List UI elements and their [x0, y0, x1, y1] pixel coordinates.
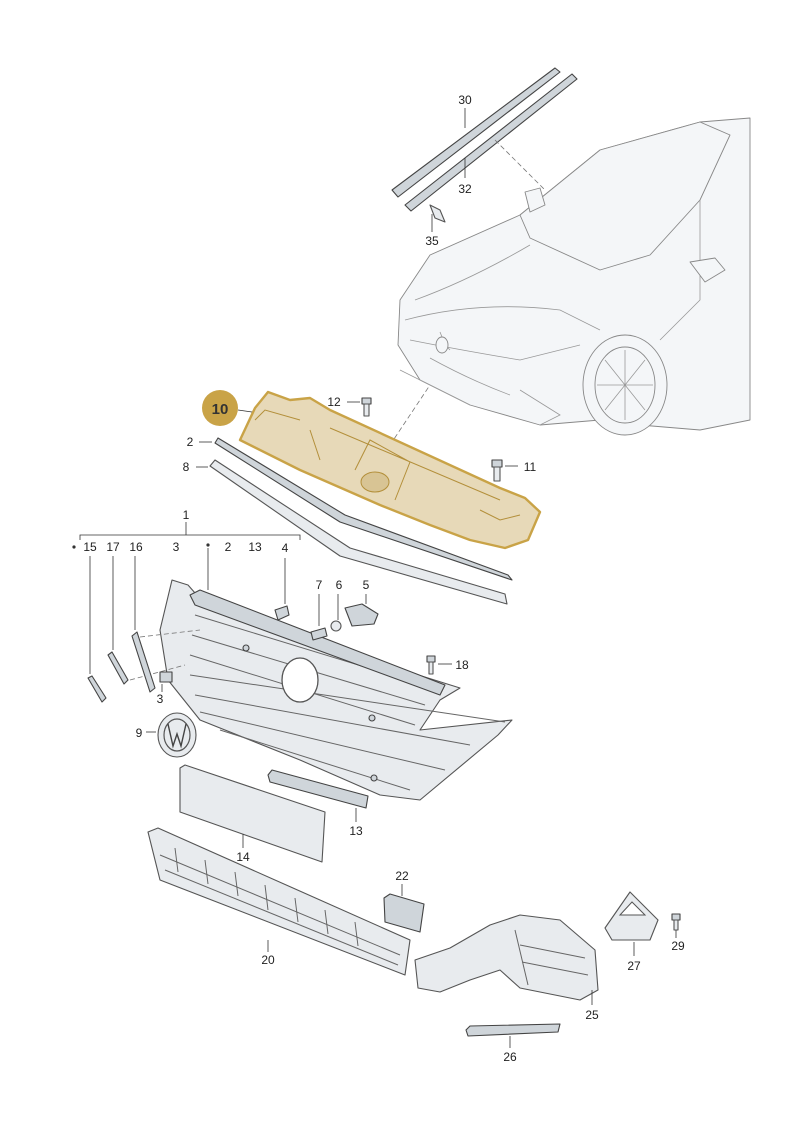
callout-26[interactable]: 26	[503, 1050, 517, 1064]
callout-5[interactable]: 5	[363, 578, 370, 592]
callout-32[interactable]: 32	[458, 182, 472, 196]
insert-27	[604, 891, 659, 956]
callout-18[interactable]: 18	[455, 658, 469, 672]
callout-1[interactable]: 1	[183, 508, 190, 522]
callout-12[interactable]: 12	[327, 395, 341, 409]
callout-22[interactable]: 22	[395, 869, 409, 883]
callout-16[interactable]: 16	[129, 540, 143, 554]
vehicle-illustration	[397, 117, 751, 436]
callout-25[interactable]: 25	[585, 1008, 599, 1022]
clip-3	[159, 671, 173, 692]
assembly-bracket-1	[72, 522, 301, 549]
trim-part-15	[87, 556, 107, 703]
callout-13-assembly[interactable]: 13	[248, 540, 262, 554]
license-plate-bracket-14	[179, 764, 326, 863]
callout-35[interactable]: 35	[425, 234, 439, 248]
callout-4[interactable]: 4	[282, 541, 289, 555]
grille-assembly	[129, 548, 513, 801]
callout-3-clip[interactable]: 3	[157, 692, 164, 706]
callout-17[interactable]: 17	[106, 540, 120, 554]
callout-8[interactable]: 8	[183, 460, 190, 474]
part-10-label: 10	[212, 401, 229, 418]
side-trim-25	[414, 914, 599, 1005]
callout-11[interactable]: 11	[524, 460, 537, 474]
emblem-9	[146, 712, 197, 758]
trim-part-17	[107, 556, 129, 685]
callout-13[interactable]: 13	[349, 824, 363, 838]
trim-strip-2	[214, 437, 513, 581]
washer-6	[330, 594, 342, 632]
callout-15[interactable]: 15	[83, 540, 97, 554]
roof-trim-group	[391, 67, 578, 232]
callout-labels: 30 32 35 12 11 2 8 1 15 17 16 3 2 13 4 7…	[83, 93, 685, 1064]
trim-strip-13	[267, 769, 369, 822]
part-10-badge	[202, 390, 238, 426]
screw-18	[426, 655, 452, 675]
callout-9[interactable]: 9	[136, 726, 143, 740]
callout-3[interactable]: 3	[173, 540, 180, 554]
callout-2[interactable]: 2	[187, 435, 194, 449]
screw-4	[274, 558, 290, 621]
callout-29[interactable]: 29	[671, 939, 685, 953]
callout-14[interactable]: 14	[236, 850, 250, 864]
bracket-5	[344, 594, 379, 627]
screw-7	[310, 594, 328, 641]
lower-grille-20	[147, 827, 411, 976]
callout-27[interactable]: 27	[627, 959, 641, 973]
highlighted-part-10[interactable]: 10	[202, 390, 542, 550]
panel-22	[383, 884, 425, 933]
clip-11	[491, 459, 518, 482]
callout-7[interactable]: 7	[316, 578, 323, 592]
callout-2-assembly[interactable]: 2	[225, 540, 232, 554]
callout-20[interactable]: 20	[261, 953, 275, 967]
screw-29	[671, 913, 681, 938]
screw-12	[347, 397, 372, 417]
trim-strip-8	[196, 441, 508, 605]
callout-6[interactable]: 6	[336, 578, 343, 592]
trim-part-16	[131, 556, 156, 693]
callout-30[interactable]: 30	[458, 93, 472, 107]
trim-strip-26	[465, 1023, 561, 1048]
